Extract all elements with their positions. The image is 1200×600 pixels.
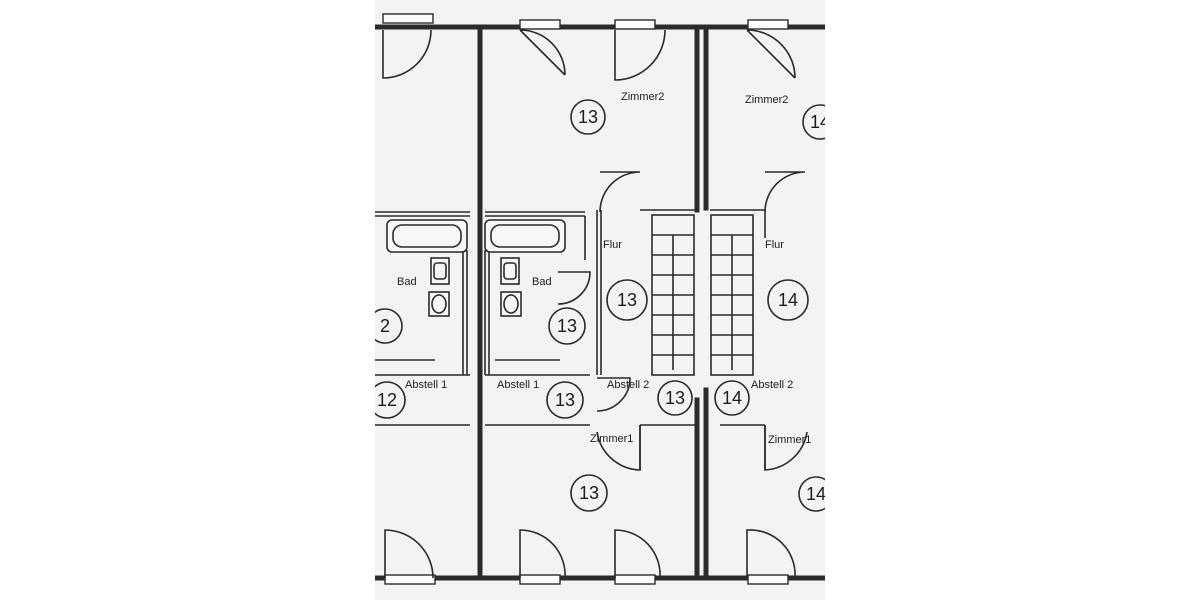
room-label-zimmer1-left: Zimmer1 [590,433,633,445]
svg-text:13: 13 [555,390,575,410]
svg-text:13: 13 [557,316,577,336]
bathtub-icons [386,219,566,253]
unit-marker: 14 [802,104,825,140]
svg-text:14: 14 [806,484,825,504]
unit-marker: 12 [375,381,406,419]
party-walls [477,27,709,581]
sink-icon [430,257,450,285]
svg-text:12: 12 [377,390,397,410]
unit-marker: 13 [606,279,648,321]
sink-icons [430,257,520,285]
unit-marker: 13 [570,474,608,512]
room-label-abstell2-left: Abstell 2 [607,379,649,391]
svg-text:14: 14 [810,112,825,132]
svg-text:13: 13 [665,388,685,408]
floor-plan-sheet: Zimmer2 Zimmer2 Flur Flur Bad Bad Abstel… [375,0,825,600]
unit-marker: 13 [546,381,584,419]
svg-text:2: 2 [380,316,390,336]
unit-marker: 14 [714,380,750,416]
room-label-flur-right: Flur [765,239,784,251]
svg-text:13: 13 [578,107,598,127]
svg-text:14: 14 [778,290,798,310]
bathtub-icon [484,219,566,253]
sink-icon [500,257,520,285]
room-label-abstell2-right: Abstell 2 [751,379,793,391]
unit-markers: 13 14 13 14 2 13 12 13 [375,99,825,512]
room-label-abstell1-right: Abstell 1 [497,379,539,391]
unit-marker: 14 [767,279,809,321]
unit-marker: 13 [570,99,606,135]
svg-text:13: 13 [617,290,637,310]
room-label-bad-right: Bad [532,276,552,288]
room-label-abstell1-left: Abstell 1 [405,379,447,391]
room-labels: Zimmer2 Zimmer2 Flur Flur Bad Bad Abstel… [397,91,811,446]
floor-plan: Zimmer2 Zimmer2 Flur Flur Bad Bad Abstel… [375,13,825,585]
room-label-zimmer2-right: Zimmer2 [745,94,788,106]
unit-marker: 13 [548,307,586,345]
door-swings [382,29,808,579]
room-label-flur-left: Flur [603,239,622,251]
toilet-icons [428,291,522,317]
unit-marker: 13 [657,380,693,416]
svg-text:14: 14 [722,388,742,408]
windows [382,13,789,585]
bathtub-icon [386,219,468,253]
unit-marker: 2 [375,308,403,344]
svg-text:13: 13 [579,483,599,503]
staircase-left [651,214,695,376]
staircase-right [710,214,754,376]
room-label-bad-left: Bad [397,276,417,288]
room-label-zimmer2-left: Zimmer2 [621,91,664,103]
unit-marker: 14 [798,476,825,512]
room-label-zimmer1-right: Zimmer1 [768,434,811,446]
